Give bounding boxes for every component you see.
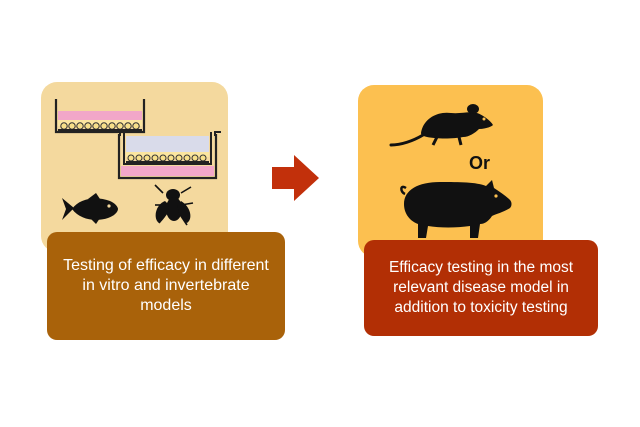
in-vitro-caption: Testing of efficacy in different in vitr… — [47, 232, 285, 340]
pig-icon — [400, 180, 512, 238]
fish-icon — [62, 193, 118, 224]
transwell-insert-icon — [114, 131, 221, 180]
in-vitro-caption-text: Testing of efficacy in different in vitr… — [63, 257, 269, 314]
disease-model-caption-text: Efficacy testing in the most relevant di… — [388, 259, 574, 316]
or-label: Or — [469, 153, 491, 173]
rat-icon — [389, 104, 493, 147]
fly-icon — [154, 184, 194, 226]
right-arrow-icon — [272, 155, 319, 201]
cell-culture-dish-icon — [54, 99, 146, 134]
disease-model-caption: Efficacy testing in the most relevant di… — [364, 240, 598, 336]
